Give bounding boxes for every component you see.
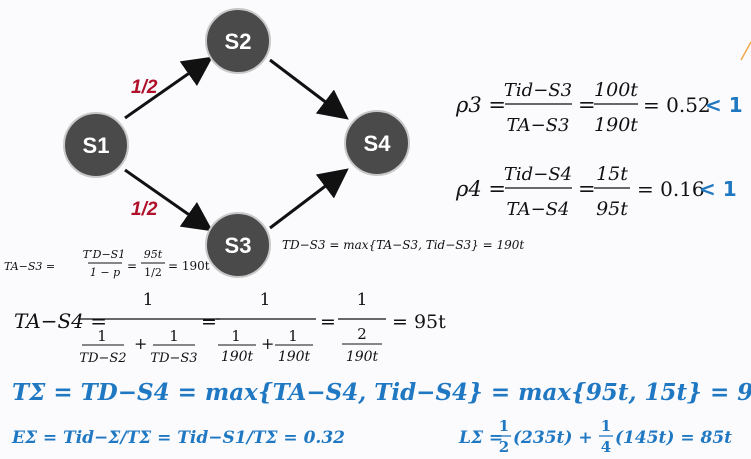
rho4-numerator-value: 15t bbox=[596, 163, 628, 185]
formula-t-sigma: TΣ = TD−S4 = max{TA−S4, Tid−S4} = max{95… bbox=[12, 379, 751, 406]
svg-text:=: = bbox=[201, 311, 217, 333]
edge-s1-s3-probability: 1/2 bbox=[131, 199, 158, 220]
t-a-s4-frac2-numerator: 1 bbox=[260, 290, 271, 310]
svg-text:+: + bbox=[134, 334, 147, 353]
rho3-numerator-value: 100t bbox=[594, 79, 638, 101]
t-a-s4-frac1-b-den: TD−S3 bbox=[150, 351, 197, 366]
t-a-s4-frac2-a-num: 1 bbox=[231, 327, 241, 345]
node-s1-label: S1 bbox=[83, 133, 110, 158]
l-sigma-part1: (235t) + bbox=[513, 428, 593, 448]
svg-text:=: = bbox=[578, 93, 596, 117]
formula-t-a-s3: TA−S3 = T′D−S1 1 − p = 95t 1/2 = 190t bbox=[4, 248, 210, 279]
rho3-result: = 0.52 bbox=[643, 93, 711, 117]
t-a-s3-denominator: 1 − p bbox=[90, 266, 120, 279]
t-a-s4-frac1-b-num: 1 bbox=[169, 327, 179, 345]
t-a-s3-numerator: T′D−S1 bbox=[83, 248, 125, 261]
l-sigma-part2: (145t) = 85t bbox=[615, 428, 732, 448]
node-s4: S4 bbox=[344, 110, 410, 176]
rho4-numerator: Tid−S4 bbox=[504, 164, 572, 185]
svg-text:=: = bbox=[320, 311, 336, 333]
svg-text:+: + bbox=[261, 334, 274, 353]
edge-s1-s3 bbox=[124, 168, 213, 232]
l-sigma-lhs: LΣ = bbox=[458, 428, 503, 448]
rho3-denominator: TA−S3 bbox=[507, 115, 570, 136]
t-a-s3-result: = 190t bbox=[168, 259, 210, 273]
node-s3-label: S3 bbox=[225, 233, 252, 258]
t-a-s4-frac2-b-den: 190t bbox=[278, 349, 311, 365]
formula-l-sigma: LΣ = 1 2 (235t) + 1 4 (145t) = 85t bbox=[458, 417, 732, 456]
svg-text:=: = bbox=[127, 259, 137, 273]
rho4-denominator: TA−S4 bbox=[507, 199, 570, 220]
rho4-lhs: ρ4 = bbox=[455, 177, 506, 201]
node-s2-label: S2 bbox=[225, 29, 252, 54]
rho4-comparison: < 1 bbox=[699, 177, 737, 201]
node-s2: S2 bbox=[205, 8, 271, 74]
t-a-s4-result: = 95t bbox=[392, 311, 446, 333]
t-a-s4-frac1-numerator: 1 bbox=[143, 290, 154, 310]
formula-e-sigma: EΣ = Tid−Σ/TΣ = Tid−S1/TΣ = 0.32 bbox=[11, 428, 345, 448]
edge-s3-s4 bbox=[269, 168, 349, 230]
l-sigma-frac2-den: 4 bbox=[601, 438, 611, 456]
rho4-denominator-value: 95t bbox=[596, 198, 628, 220]
t-a-s4-frac2-b-num: 1 bbox=[288, 327, 298, 345]
t-a-s4-frac1-a-den: TD−S2 bbox=[79, 351, 126, 366]
corner-accent-line bbox=[740, 41, 751, 61]
t-a-s4-frac3-numerator: 1 bbox=[357, 290, 368, 310]
svg-text:=: = bbox=[578, 177, 596, 201]
formula-t-d-s3: TD−S3 = max{TA−S3, Tid−S3} = 190t bbox=[282, 238, 524, 252]
rho3-comparison: < 1 bbox=[705, 93, 743, 117]
l-sigma-frac1-den: 2 bbox=[499, 438, 509, 456]
formula-rho3: ρ3 = Tid−S3 TA−S3 = 100t 190t = 0.52 < 1 bbox=[455, 79, 743, 136]
rho4-result: = 0.16 bbox=[637, 177, 705, 201]
t-a-s4-frac3-inner-den: 190t bbox=[346, 349, 379, 365]
edges bbox=[124, 56, 349, 232]
node-s3: S3 bbox=[205, 212, 271, 278]
l-sigma-frac2-num: 1 bbox=[601, 417, 611, 435]
l-sigma-frac1-num: 1 bbox=[499, 417, 509, 435]
t-a-s4-frac2-a-den: 190t bbox=[221, 349, 254, 365]
t-a-s4-lhs: TA−S4 = bbox=[14, 309, 107, 333]
node-s4-label: S4 bbox=[364, 131, 392, 156]
t-a-s3-numerator-value: 95t bbox=[144, 248, 163, 261]
t-a-s3-denominator-value: 1/2 bbox=[144, 266, 162, 279]
edge-s2-s4 bbox=[269, 58, 349, 120]
formula-rho4: ρ4 = Tid−S4 TA−S4 = 15t 95t = 0.16 < 1 bbox=[455, 163, 737, 220]
node-s1: S1 bbox=[63, 112, 129, 178]
edge-s1-s2 bbox=[124, 56, 213, 120]
rho3-denominator-value: 190t bbox=[594, 114, 638, 136]
t-a-s3-lhs: TA−S3 = bbox=[4, 260, 55, 273]
rho3-numerator: Tid−S3 bbox=[504, 80, 572, 101]
rho3-lhs: ρ3 = bbox=[455, 93, 506, 117]
t-a-s4-frac1-a-num: 1 bbox=[97, 327, 107, 345]
t-a-s4-frac3-inner-num: 2 bbox=[357, 325, 367, 343]
formula-t-a-s4: TA−S4 = 1 1 TD−S2 + 1 TD−S3 = 1 1 190t +… bbox=[14, 290, 446, 366]
edge-s1-s2-probability: 1/2 bbox=[131, 77, 158, 98]
